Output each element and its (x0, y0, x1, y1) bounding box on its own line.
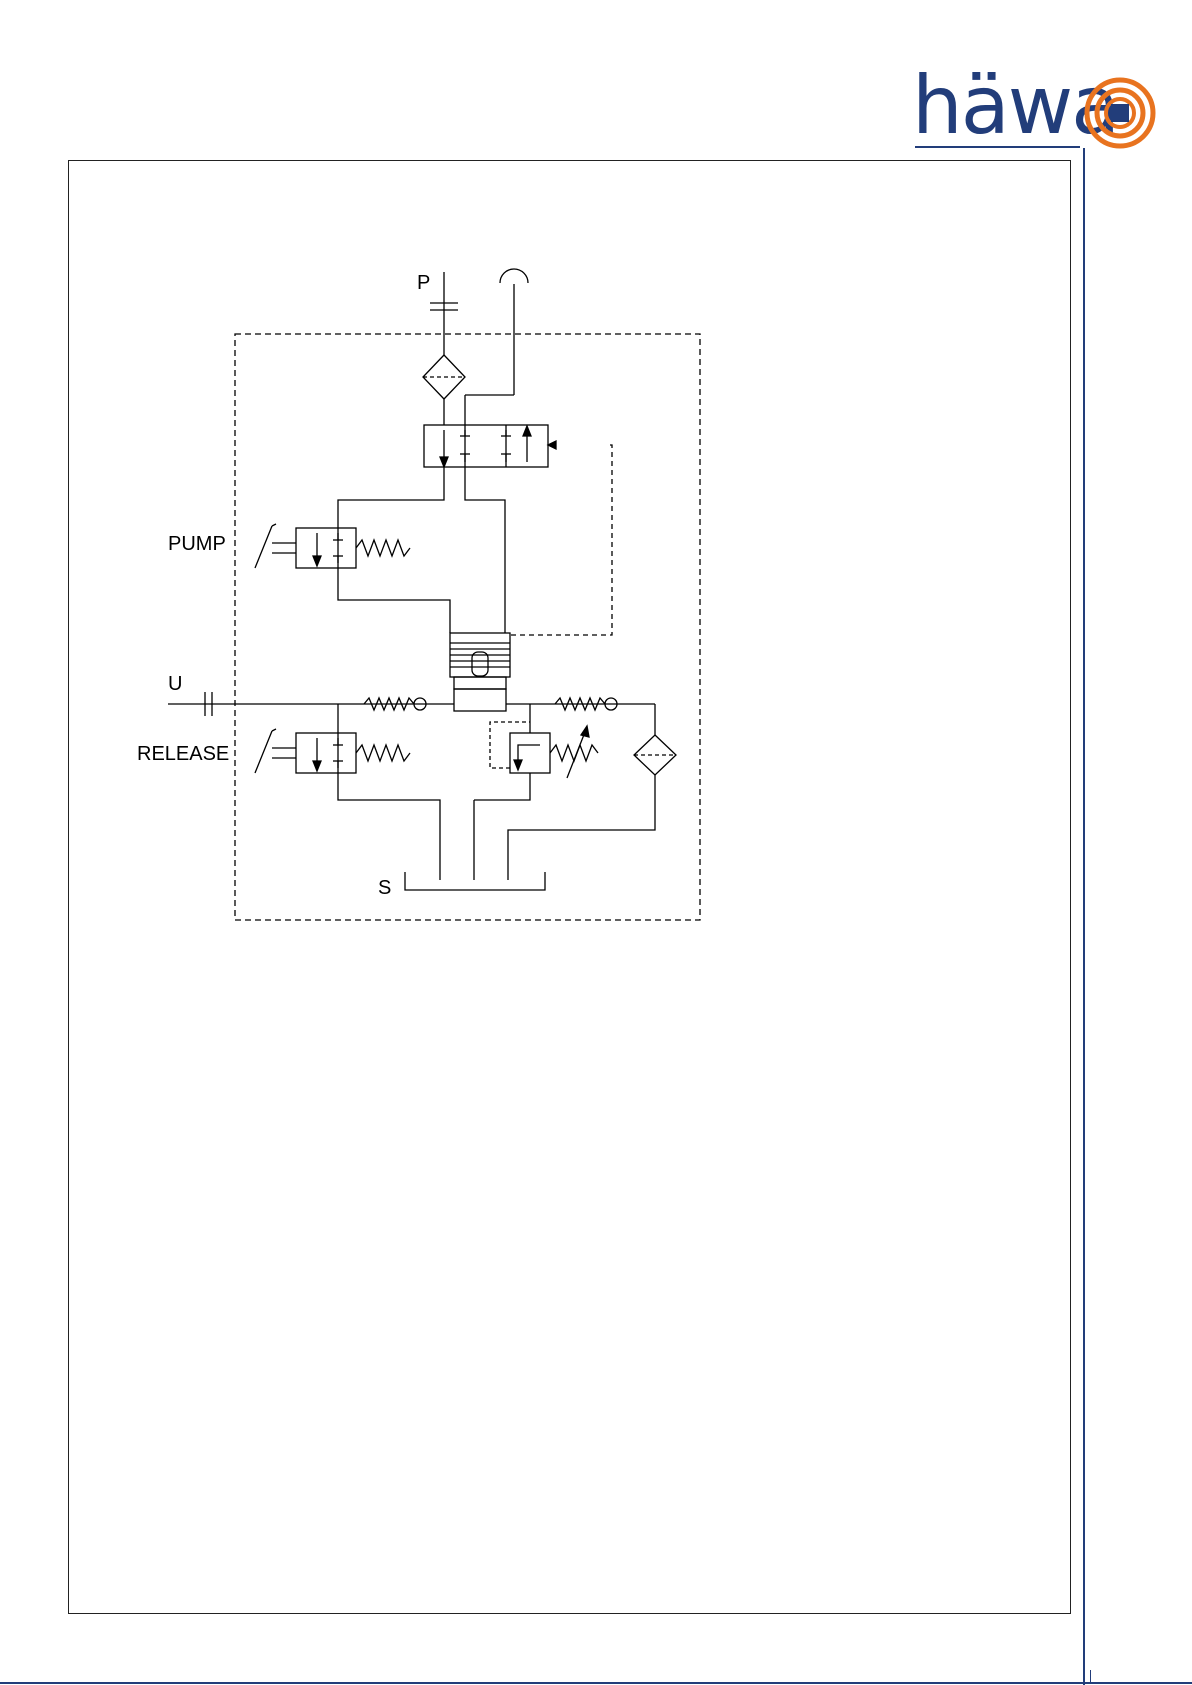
relief-to-tank-line (474, 773, 530, 800)
pilot-line (510, 445, 612, 635)
label-release: RELEASE (137, 743, 229, 765)
pump-pedal-icon (255, 526, 272, 568)
label-port-p: P (417, 272, 430, 294)
cylinder-base (454, 689, 506, 711)
pump-valve-spring-icon (356, 540, 410, 556)
label-pump: PUMP (168, 533, 226, 555)
valve-to-cylinder-line (465, 467, 505, 633)
relief-valve (510, 733, 550, 773)
return-arc (500, 269, 528, 283)
release-valve-spring-icon (356, 745, 410, 761)
release-to-tank-line (338, 773, 440, 880)
release-valve (296, 733, 356, 773)
pump-valve (296, 528, 356, 568)
pump-to-cylinder-line (338, 568, 450, 633)
tank-icon (405, 872, 545, 890)
relief-adjust-arrow (567, 732, 585, 778)
unit-enclosure (235, 334, 700, 920)
cylinder-lower (454, 677, 506, 689)
label-tank-s: S (378, 877, 391, 899)
valve-to-pump-line (338, 467, 444, 528)
label-port-u: U (168, 673, 182, 695)
release-pedal-icon (255, 731, 272, 773)
